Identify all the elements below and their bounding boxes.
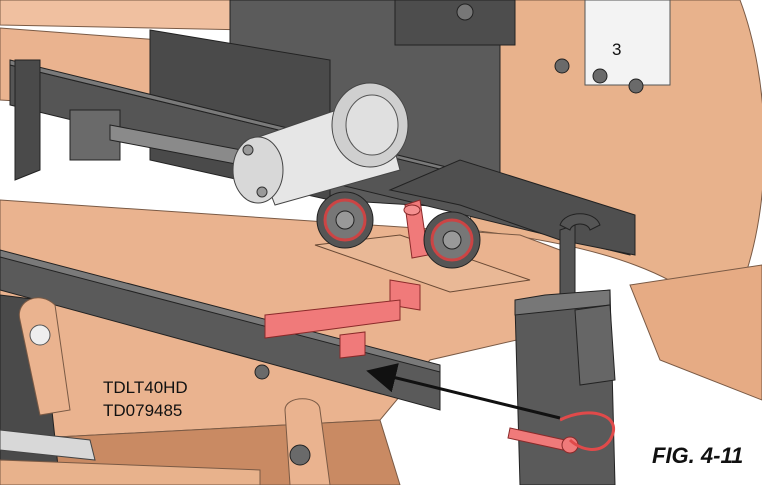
panel-number: 3 (612, 40, 621, 59)
bolt-heads (554, 58, 644, 94)
upper-frame-top (0, 0, 251, 31)
pivot-bolt (29, 324, 51, 346)
top-housing (394, 0, 516, 46)
lower-bracket-bolt (289, 444, 311, 466)
lower-rod (0, 429, 96, 461)
part-label-model: TDLT40HD (103, 378, 188, 397)
left-bracket (14, 59, 41, 181)
arm-bolt (254, 364, 270, 380)
left-pivot-plate (18, 297, 71, 416)
highlighted-part (264, 199, 429, 359)
carriage-plate (314, 234, 531, 293)
callout-arrow (366, 363, 561, 420)
post-bracket (574, 304, 616, 386)
vertical-post-cap (514, 289, 611, 316)
hook-top (559, 213, 601, 231)
side-plate (629, 264, 762, 401)
figure-caption: FIG. 4-11 (652, 443, 743, 468)
top-bolt (456, 3, 474, 21)
rollers (316, 191, 481, 269)
lock-pin (507, 411, 615, 454)
part-label-number: TD079485 (103, 401, 182, 420)
lower-base (0, 459, 261, 485)
drive-motor (232, 82, 409, 206)
